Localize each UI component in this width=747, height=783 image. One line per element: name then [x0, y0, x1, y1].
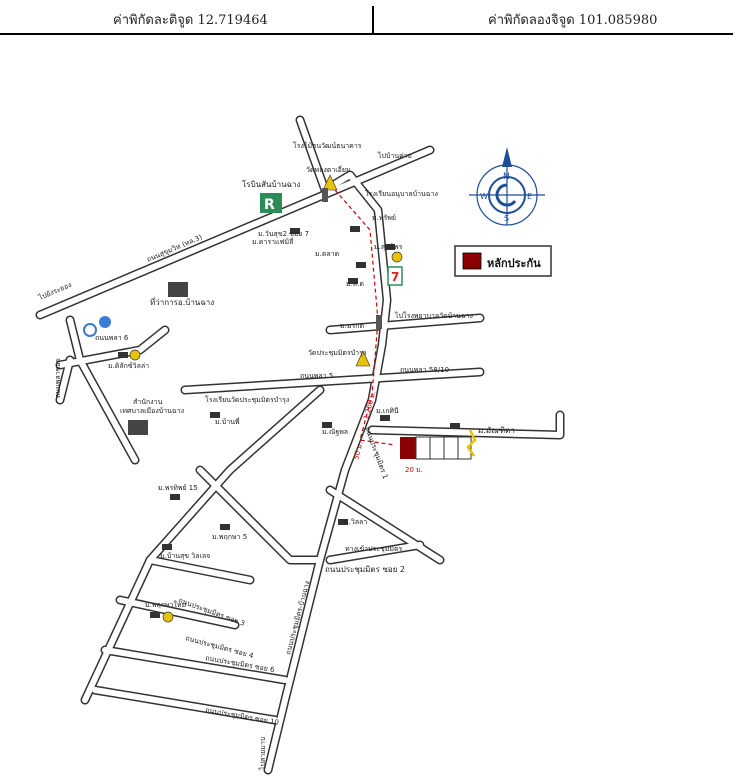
longitude-text: ค่าพิกัดลองจิจูด 101.085980	[488, 13, 658, 28]
label-temple-mid: วัดประชุมมิตรบำรุง	[308, 349, 366, 357]
label-office-a: สำนักงาน	[133, 398, 163, 406]
label-village-ma: ม.มัณฑิตา	[478, 426, 515, 435]
village-icons	[118, 226, 460, 618]
label-lane-lotus: ทางเข้าประชุมมิตร	[345, 545, 403, 553]
label-village-cloud: ม.เกศินี	[376, 407, 399, 415]
traffic-light-mid	[376, 315, 382, 329]
label-school-banchang: โรงเรียนอนุบาลบ้านฉาง	[365, 189, 438, 198]
label-village-d: ม.บ้านพี่	[215, 417, 240, 426]
label-road-lane3: ถนนพลา 58/10	[400, 366, 449, 374]
legend-collateral-swatch	[462, 252, 482, 270]
label-village-top: ม.ทรัพย์	[372, 214, 396, 222]
legend-collateral-label: หลักประกัน	[487, 257, 541, 270]
label-school-two: โรงเรียนวัดประชุมมิตรบำรุง	[205, 395, 289, 404]
svg-text:7: 7	[391, 270, 399, 284]
hospital-icon	[83, 323, 97, 337]
legend-box: หลักประกัน	[454, 245, 552, 277]
label-village-c: ม.ส.ต	[346, 280, 364, 288]
label-office-b: เทศบาลเมืองบ้านฉาง	[120, 407, 184, 415]
robinson-logo: R	[260, 193, 282, 213]
seven-eleven-icon: 7	[387, 266, 403, 286]
traffic-light-top	[322, 188, 328, 202]
label-robinson: โรบินสันบ้านฉาง	[242, 179, 300, 189]
label-village-sri: ม.ดาราแฟมิลี่	[252, 237, 293, 246]
number-badges	[129, 251, 403, 623]
label-left-vert: ถนนพลาซอย	[54, 358, 62, 398]
label-village-b: ม.ตลาด	[315, 250, 339, 258]
label-dist-1200: 1,200 ม.	[362, 390, 377, 420]
header-bottom-line	[0, 33, 733, 35]
svg-text:R: R	[264, 197, 275, 213]
label-village-left: ม.ดิลักซ์วิลล่า	[108, 362, 149, 370]
label-village-u: ม.มรกต	[340, 322, 364, 330]
label-health: ไปโรงพยาบาลวัดบ้านฉาง	[394, 311, 473, 320]
label-to-bottom: ไปสายมาบ	[258, 737, 267, 771]
label-village-thit: ม.พรทิพย์ 15	[158, 484, 198, 492]
coordinates-header: ค่าพิกัดละติจูด 12.719464 ค่าพิกัดลองจิจ…	[0, 0, 747, 36]
compass-east: E	[527, 192, 532, 201]
label-dist-20: 20 ม.	[405, 466, 423, 474]
compass-rose: N S E W	[469, 147, 545, 226]
collateral-plot	[400, 429, 477, 460]
temple-icon-mid	[355, 350, 371, 367]
label-left-road: ถนนพลา 6	[95, 334, 129, 342]
label-village-7: ม.วันสุข2 ซอย 7	[258, 230, 309, 238]
district-office-building	[168, 282, 188, 297]
municipal-office-building	[128, 420, 148, 435]
header-divider	[372, 6, 374, 34]
route-line	[334, 189, 396, 446]
label-road-lane2: ถนนพลา 5	[300, 372, 333, 380]
compass-west: W	[480, 192, 488, 201]
label-road-prachum2: ถนนประชุมมิตร ซอย 2	[325, 565, 405, 574]
label-temple-top: วัดพลงตาเอี่ยม	[306, 165, 351, 174]
gas-station-icon	[99, 316, 111, 328]
label-village-yu: ม.สุทธิพร	[374, 243, 403, 251]
compass-north: N	[503, 172, 510, 182]
temple-icon-top	[322, 174, 338, 191]
road-network	[35, 115, 565, 775]
label-village-water: ม.บ้านสุข วิลเลจ	[160, 552, 210, 560]
label-to-bankhai: ไปบ้านค่าย	[377, 151, 412, 160]
label-district-office: ที่ว่าการอ.บ้านฉาง	[150, 296, 214, 307]
compass-south: S	[504, 214, 509, 223]
label-bank: โรงไม้ธนวัฒน์ธนาคาร	[293, 141, 362, 150]
latitude-text: ค่าพิกัดละติจูด 12.719464	[113, 13, 268, 28]
label-village-fin: ม.พฤกษาใหม่	[145, 600, 186, 609]
label-road-prachum6: ถนนประชุมมิตร ซอย 10	[205, 706, 280, 727]
label-village-k: ม.วิลลา	[344, 518, 367, 526]
label-village-hill: ม.พฤกษา 5	[212, 533, 247, 541]
label-village-n: ม.ณัฐพล	[322, 428, 348, 436]
